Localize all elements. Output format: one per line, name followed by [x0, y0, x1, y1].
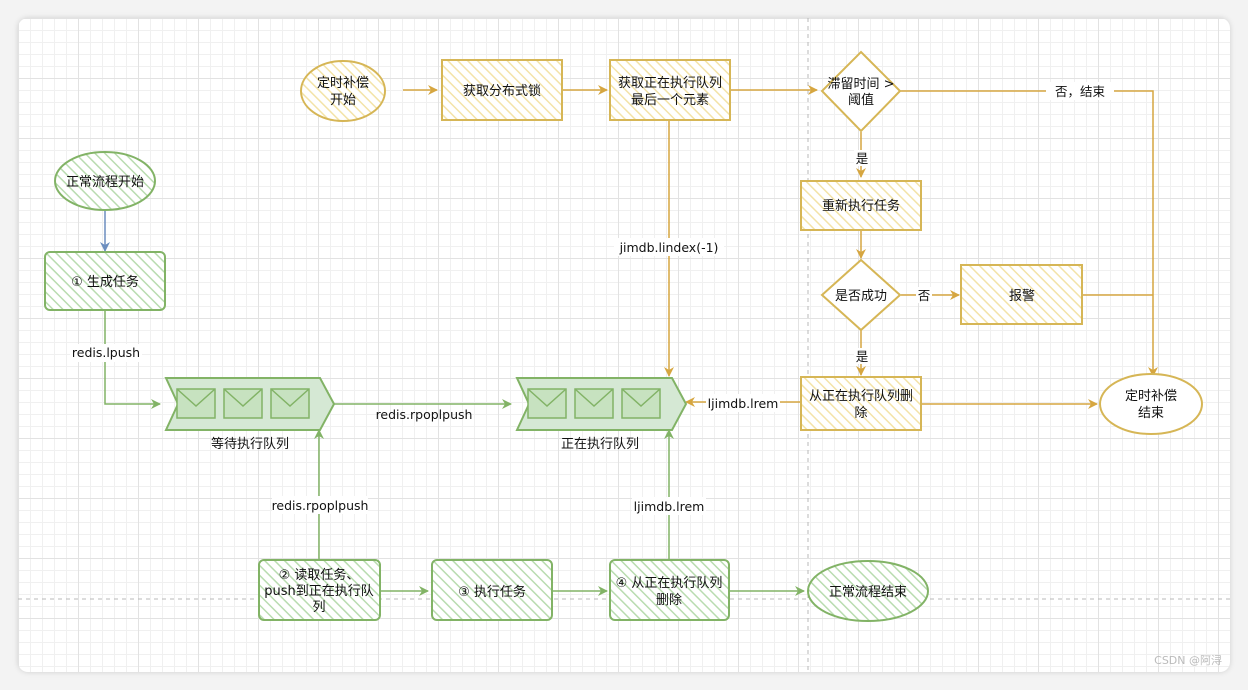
mail-icon: [574, 388, 614, 419]
edge-no-end: [900, 90, 1158, 377]
read-task-node: ② 读取任务、 push到正在执行队 列: [258, 559, 381, 621]
read-task-text-2: push到正在执行队: [264, 584, 374, 599]
get-last-node: 获取正在执行队列 最后一个元素: [609, 59, 731, 121]
comp-start-text-1: 定时补偿: [317, 76, 369, 91]
edge-lpush: [104, 311, 161, 409]
comp-delete-text-2: 除: [854, 406, 867, 421]
running-queue-node: 正在执行队列: [515, 377, 688, 452]
gen-task-node: ① 生成任务: [44, 251, 166, 311]
alarm-node: 报警: [960, 264, 1083, 325]
get-lock-text: 获取分布式锁: [463, 83, 541, 99]
diagram-canvas: redis.lpush redis.rpoplpush redis.rpoplp…: [18, 18, 1230, 672]
edge-label-bg: [70, 344, 142, 362]
mail-icon: [270, 388, 310, 419]
comp-delete-node: 从正在执行队列删 除: [800, 376, 922, 431]
get-last-text-1: 获取正在执行队列: [618, 76, 722, 91]
success-decision-node: 是否成功: [820, 258, 902, 332]
stale-text-1: 滞留时间 >: [827, 77, 894, 92]
comp-start-text-2: 开始: [330, 93, 356, 108]
label-yes2: 是: [856, 349, 869, 364]
edge-label-bg: [706, 394, 780, 412]
flowchart: redis.lpush redis.rpoplpush redis.rpoplp…: [18, 18, 1230, 672]
edge-label-bg: [272, 496, 368, 514]
mail-icon: [176, 388, 216, 419]
normal-end-node: 正常流程结束: [807, 560, 929, 622]
comp-end-node: 定时补偿 结束: [1099, 373, 1203, 435]
comp-end-text-1: 定时补偿: [1125, 389, 1177, 404]
label-redis-rpoplpush-v: redis.rpoplpush: [272, 498, 369, 513]
normal-end-text: 正常流程结束: [829, 585, 907, 600]
comp-delete-text-1: 从正在执行队列删: [809, 389, 913, 404]
label-jimdb-lrem-h: ljimdb.lrem: [708, 396, 779, 411]
delete-text-1: ④ 从正在执行队列: [616, 576, 723, 591]
get-last-text-2: 最后一个元素: [631, 93, 709, 108]
re-exec-node: 重新执行任务: [800, 180, 922, 231]
label-jimdb-lindex: jimdb.lindex(-1): [619, 240, 719, 255]
edge-label-bg: [614, 238, 724, 256]
stale-text-2: 阈值: [848, 92, 874, 108]
comp-start-node: 定时补偿 开始: [300, 60, 386, 122]
edge-label-bg: [916, 287, 932, 303]
gen-task-text: ① 生成任务: [71, 274, 139, 290]
waiting-queue-label: 等待执行队列: [211, 436, 289, 452]
get-lock-node: 获取分布式锁: [441, 59, 563, 121]
normal-start-node: 正常流程开始: [54, 151, 156, 211]
waiting-queue-node: 等待执行队列: [164, 377, 336, 452]
label-no-end: 否，结束: [1055, 84, 1106, 99]
mail-icon: [527, 388, 567, 419]
delete-node: ④ 从正在执行队列 删除: [609, 559, 730, 621]
label-yes1: 是: [856, 151, 869, 166]
label-jimdb-lrem-v: ljimdb.lrem: [634, 499, 705, 514]
stale-decision-node: 滞留时间 > 阈值: [820, 50, 902, 133]
delete-text-2: 删除: [656, 593, 682, 608]
label-redis-lpush: redis.lpush: [72, 345, 140, 360]
edge-label-bg: [854, 348, 870, 364]
mail-icon: [223, 388, 263, 419]
read-task-text-1: ② 读取任务、: [279, 567, 360, 583]
re-exec-text: 重新执行任务: [822, 198, 900, 214]
edge-label-bg: [1046, 82, 1114, 100]
read-task-text-3: 列: [312, 600, 325, 615]
comp-end-text-2: 结束: [1138, 406, 1164, 421]
exec-task-node: ③ 执行任务: [431, 559, 553, 621]
exec-task-text: ③ 执行任务: [458, 584, 526, 600]
edge-label-bg: [632, 497, 706, 515]
success-text: 是否成功: [835, 289, 887, 304]
watermark: CSDN @阿浔: [1154, 654, 1222, 667]
alarm-text: 报警: [1009, 288, 1035, 304]
label-redis-rpoplpush-h: redis.rpoplpush: [376, 407, 473, 422]
normal-start-text: 正常流程开始: [66, 175, 144, 190]
running-queue-label: 正在执行队列: [561, 437, 639, 452]
edge-label-bg: [854, 150, 870, 166]
mail-icon: [621, 388, 661, 419]
label-no2: 否: [918, 288, 931, 303]
